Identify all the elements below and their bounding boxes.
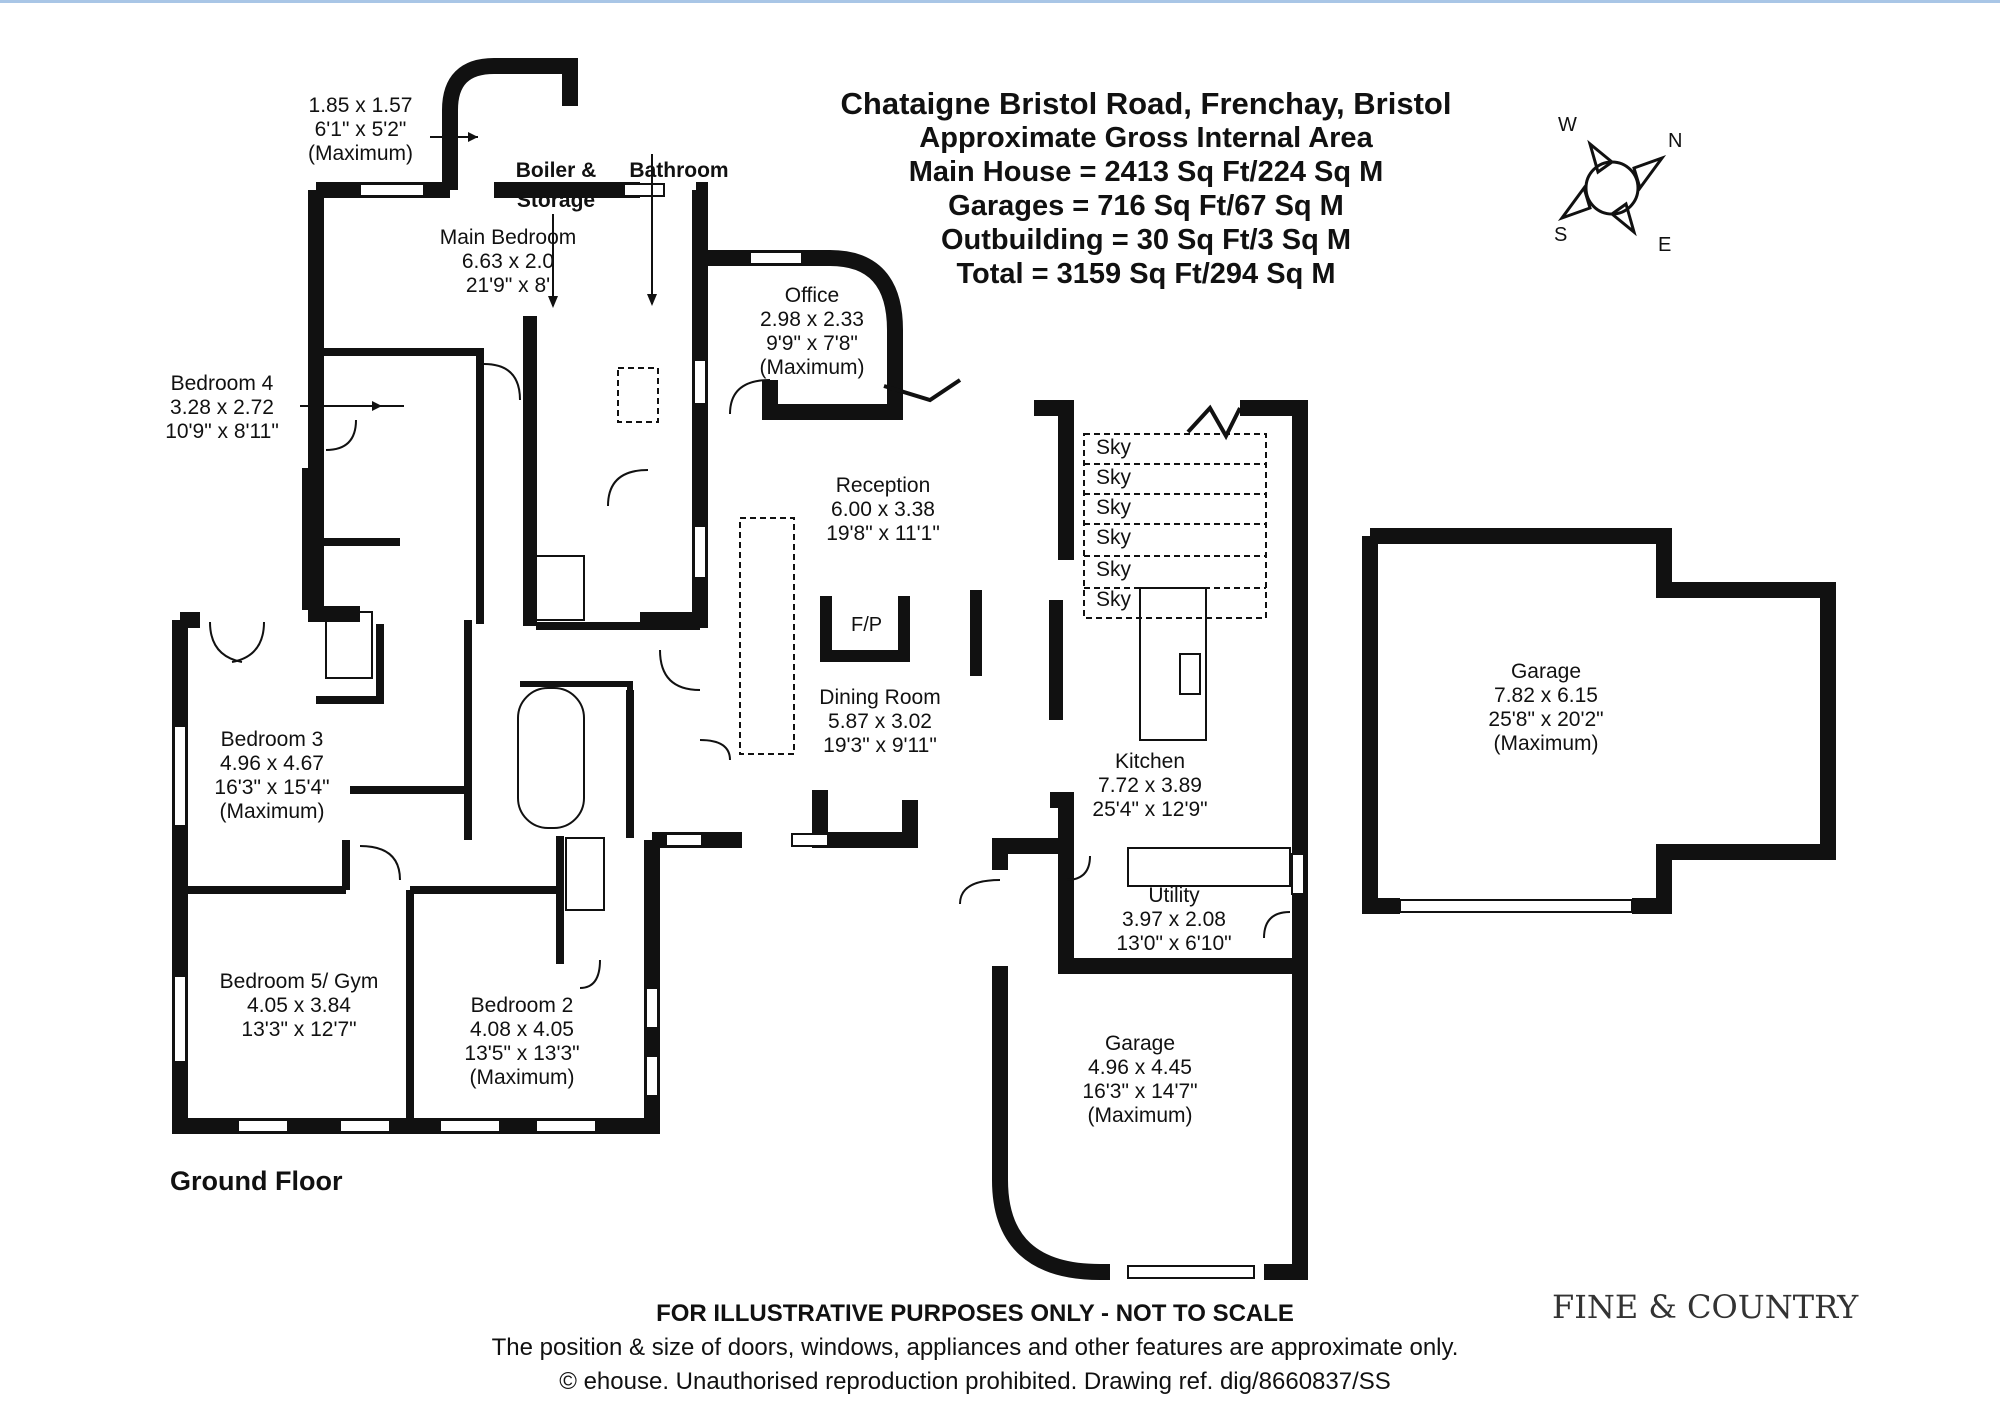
floor-label: Ground Floor: [170, 1166, 343, 1196]
kitchen-label: Kitchen 7.72 x 3.89 25'4" x 12'9": [1092, 750, 1208, 821]
compass-south-label: S: [1554, 224, 1568, 246]
top-border: [0, 0, 2000, 3]
total-area: Total = 3159 Sq Ft/294 Sq M: [956, 258, 1336, 290]
disclaimer-heading: FOR ILLUSTRATIVE PURPOSES ONLY - NOT TO …: [656, 1300, 1294, 1327]
skylight-label: Sky: [1096, 588, 1132, 611]
skylight-label: Sky: [1096, 466, 1132, 489]
property-address: Chataigne Bristol Road, Frenchay, Bristo…: [840, 86, 1452, 121]
bedroom4-label: Bedroom 4 3.28 x 2.72 10'9" x 8'11": [165, 372, 279, 443]
skylight-label: Sky: [1096, 558, 1132, 581]
skylight-label: Sky: [1096, 436, 1132, 459]
boiler-storage-label: Boiler & Storage: [515, 159, 597, 212]
outbuilding-area: Outbuilding = 30 Sq Ft/3 Sq M: [940, 224, 1352, 256]
garages-area: Garages = 716 Sq Ft/67 Sq M: [948, 190, 1344, 222]
skylight-label: Sky: [1096, 496, 1132, 519]
skylight-label: Sky: [1096, 526, 1132, 549]
fireplace-label: F/P: [851, 614, 883, 636]
disclaimer-text: The position & size of doors, windows, a…: [491, 1334, 1459, 1361]
bathroom-label: Bathroom: [629, 159, 729, 182]
compass-east-label: E: [1658, 234, 1672, 256]
small-garage-label: Garage 4.96 x 4.45 16'3" x 14'7" (Maximu…: [1082, 1032, 1198, 1127]
compass-north-label: N: [1668, 130, 1683, 152]
main-house-area: Main House = 2413 Sq Ft/224 Sq M: [908, 156, 1384, 188]
area-title: Approximate Gross Internal Area: [919, 122, 1373, 154]
main-bedroom-label: Main Bedroom 6.63 x 2.0 21'9" x 8': [439, 226, 577, 297]
large-garage-label: Garage 7.82 x 6.15 25'8" x 20'2" (Maximu…: [1488, 660, 1604, 755]
bedroom3-label: Bedroom 3 4.96 x 4.67 16'3" x 15'4" (Max…: [214, 728, 330, 823]
compass-west-label: W: [1558, 114, 1577, 136]
copyright-text: © ehouse. Unauthorised reproduction proh…: [559, 1368, 1391, 1395]
fine-country-logo: FINE & COUNTRY: [1552, 1288, 1859, 1326]
bedroom2-label: Bedroom 2 4.08 x 4.05 13'5" x 13'3" (Max…: [464, 994, 580, 1089]
dining-room-label: Dining Room 5.87 x 3.02 19'3" x 9'11": [819, 686, 941, 757]
reception-label: Reception 6.00 x 3.38 19'8" x 11'1": [826, 474, 940, 545]
utility-label: Utility 3.97 x 2.08 13'0" x 6'10": [1116, 884, 1232, 955]
office-label: Office 2.98 x 2.33 9'9" x 7'8" (Maximum): [759, 284, 865, 379]
external-store-label: 1.85 x 1.57 6'1" x 5'2" (Maximum): [308, 94, 413, 165]
bedroom5-label: Bedroom 5/ Gym 4.05 x 3.84 13'3" x 12'7": [219, 970, 379, 1041]
